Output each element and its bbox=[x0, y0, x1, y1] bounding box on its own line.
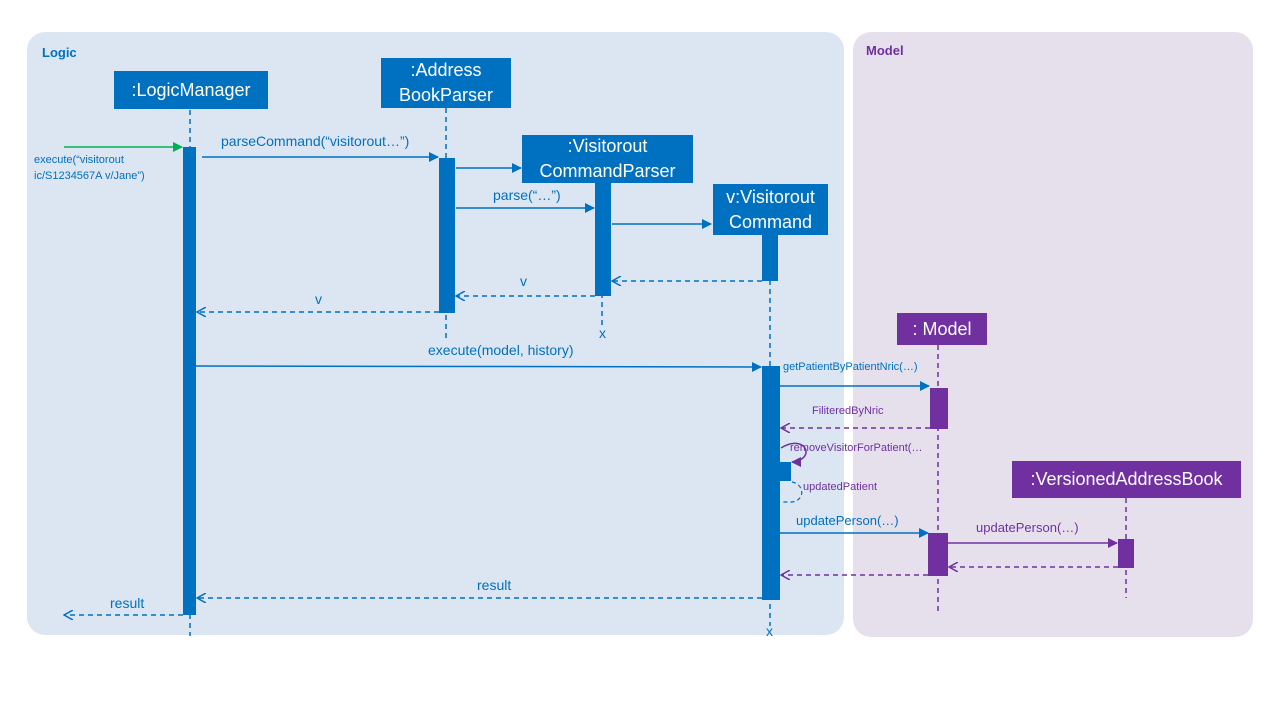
participant-visitorout-command: v:Visitorout Command bbox=[713, 184, 828, 235]
label-parse-command: parseCommand(“visitorout…”) bbox=[221, 133, 410, 149]
label-result-inner: result bbox=[477, 577, 512, 593]
participant-model: : Model bbox=[897, 313, 987, 345]
participant-versioned-address-book-label: :VersionedAddressBook bbox=[1030, 469, 1223, 489]
activation-visitorout-command-self bbox=[780, 462, 791, 481]
participant-command-line2: Command bbox=[728, 211, 813, 232]
label-parse: parse(“…”) bbox=[493, 187, 561, 203]
activation-versioned-address-book bbox=[1118, 539, 1134, 568]
label-update-person-1: updatePerson(…) bbox=[796, 513, 899, 528]
participant-address-book-parser: :Address BookParser bbox=[381, 58, 511, 108]
label-return-v-outer: v bbox=[315, 291, 322, 307]
logic-frame bbox=[27, 32, 844, 635]
model-frame-label: Model bbox=[866, 43, 904, 58]
logic-frame-label: Logic bbox=[42, 45, 77, 60]
activation-address-book-parser bbox=[439, 158, 455, 313]
arrow-updated-patient bbox=[781, 481, 803, 503]
participant-address-book-parser-line2: BookParser bbox=[398, 85, 494, 105]
label-destroy-parser: x bbox=[599, 325, 606, 341]
participant-logic-manager-label: :LogicManager bbox=[131, 79, 251, 100]
participant-command-parser-line1: :Visitorout bbox=[567, 136, 648, 156]
activation-model-2 bbox=[928, 533, 948, 576]
label-remove-visitor: removeVisitorForPatient(… bbox=[790, 442, 923, 454]
participant-logic-manager: :LogicManager bbox=[114, 71, 268, 109]
label-get-patient: getPatientByPatientNric(…) bbox=[783, 361, 918, 373]
label-result-outer: result bbox=[110, 595, 145, 611]
participant-visitorout-command-parser: :Visitorout CommandParser bbox=[522, 135, 693, 183]
label-update-person-2: updatePerson(…) bbox=[976, 520, 1079, 535]
arrow-execute-model bbox=[195, 361, 762, 372]
arrow-remove-visitor-self bbox=[780, 442, 807, 467]
activation-visitorout-command-parser bbox=[595, 182, 611, 296]
label-return-v-inner: v bbox=[520, 273, 527, 289]
participant-command-parser-line2: CommandParser bbox=[539, 161, 676, 181]
activation-logic-manager bbox=[183, 147, 196, 615]
label-execute-entry-line2: ic/S1234567A v/Jane”) bbox=[34, 170, 145, 182]
label-destroy-command: x bbox=[766, 623, 773, 639]
participant-command-line1: v:Visitorout bbox=[726, 186, 815, 207]
label-execute-model: execute(model, history) bbox=[428, 342, 574, 358]
label-execute-entry-line1: execute(“visitorout bbox=[34, 154, 124, 166]
activation-visitorout-command bbox=[762, 366, 780, 600]
participant-versioned-address-book: :VersionedAddressBook bbox=[1012, 461, 1241, 498]
label-updated-patient: updatedPatient bbox=[803, 481, 878, 493]
activation-model-1 bbox=[930, 388, 948, 429]
participant-address-book-parser-line1: :Address bbox=[410, 60, 482, 80]
activation-visitorout-command-init bbox=[762, 235, 778, 281]
label-filtered: FiliteredByNric bbox=[812, 405, 884, 417]
participant-model-label: : Model bbox=[912, 318, 972, 339]
